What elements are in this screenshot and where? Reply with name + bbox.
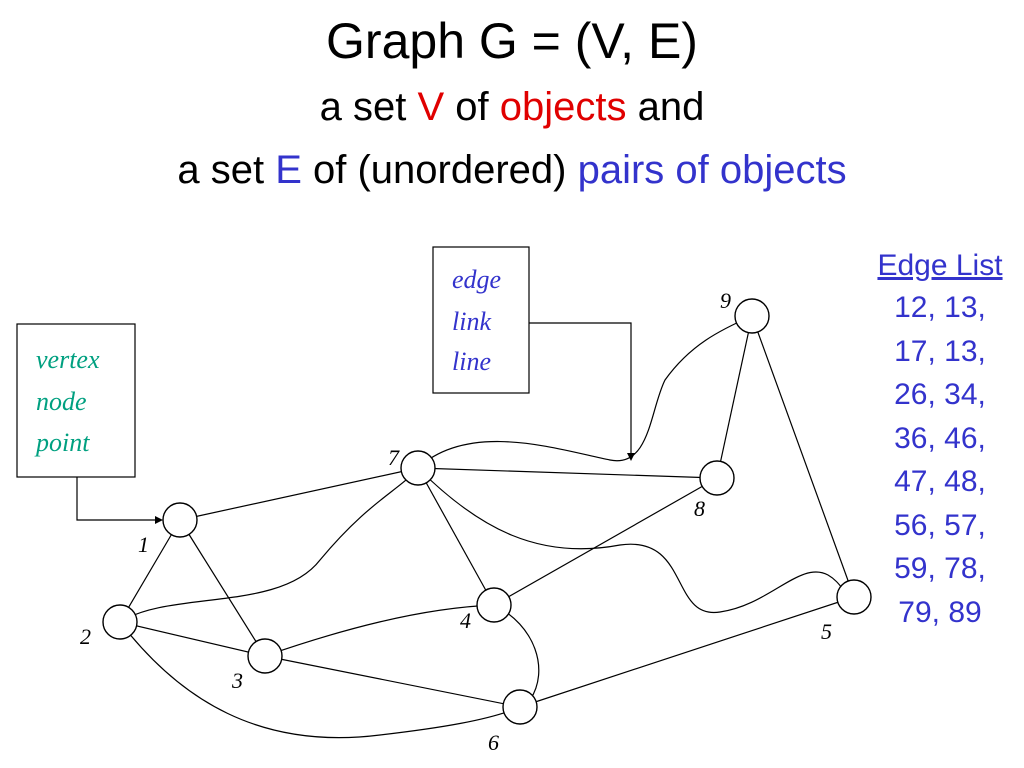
title: Graph G = (V, E) <box>326 13 698 69</box>
node-label-9: 9 <box>720 288 731 313</box>
edge-5-7 <box>417 467 855 614</box>
edge-list-item: 47, 48, <box>894 465 986 498</box>
edge-7-8 <box>417 467 718 479</box>
edge-list-item: 36, 46, <box>894 421 986 455</box>
edge-list-item: 17, 13, <box>894 334 986 368</box>
node-label-1: 1 <box>138 532 149 557</box>
edge-7-9 <box>417 315 753 469</box>
node-label-7: 7 <box>388 445 400 470</box>
vertex-pointer-arrowhead <box>155 516 163 524</box>
subtitle-line-edges: a set E of (unordered) pairs of objects <box>0 145 1024 195</box>
edge-list: Edge List 12, 13, 17, 13, 26, 34, 36, 46… <box>860 246 1020 634</box>
edge-2-3 <box>119 621 266 657</box>
node-label-4: 4 <box>460 608 471 633</box>
subtitle-line-vertices: a set V of objects and <box>0 82 1024 132</box>
node-label-5: 5 <box>821 619 832 644</box>
node-word: node <box>36 387 87 416</box>
subtitle-text: of (unordered) <box>301 148 578 192</box>
node-label-6: 6 <box>488 730 499 755</box>
node-6 <box>502 689 538 725</box>
node-9 <box>734 298 770 334</box>
objects-term: objects <box>499 85 627 129</box>
subtitle-text: and <box>626 85 705 129</box>
edge-3-6 <box>264 655 521 708</box>
node-label-8: 8 <box>694 496 705 521</box>
edge-5-6 <box>519 596 855 708</box>
node-label-3: 3 <box>231 668 243 693</box>
symbol-v: V <box>417 85 445 129</box>
subtitle-text: a set <box>319 85 418 129</box>
pairs-term: pairs of objects <box>577 148 847 192</box>
edge-2-6 <box>119 621 521 739</box>
node-4 <box>476 587 512 623</box>
edge-2-7 <box>119 467 419 623</box>
node-7 <box>400 450 436 486</box>
edge-label-box <box>432 246 530 394</box>
node-label-2: 2 <box>80 624 91 649</box>
line-word: line <box>452 347 491 376</box>
edge-list-title: Edge List <box>877 249 1003 282</box>
edge-3-4 <box>264 604 495 657</box>
node-5 <box>836 579 872 615</box>
edge-4-8 <box>493 477 718 606</box>
edge-list-item: 59, 78, <box>894 552 986 585</box>
edge-word: edge <box>452 265 501 294</box>
node-1 <box>162 502 198 538</box>
point-word: point <box>34 428 90 457</box>
edge-pointer-line <box>529 322 632 454</box>
vertex-label-box <box>16 323 136 478</box>
node-8 <box>699 460 735 496</box>
edge-list-item: 12, 13, <box>894 291 986 324</box>
subtitle-text: a set <box>177 148 276 192</box>
vertex-pointer-line <box>76 477 156 521</box>
edge-1-2 <box>119 519 181 623</box>
edge-1-3 <box>179 519 266 657</box>
edge-8-9 <box>716 315 753 479</box>
edge-list-item: 26, 34, <box>894 378 986 411</box>
edge-list-item: 56, 57, <box>894 508 986 542</box>
edge-1-7 <box>179 467 419 521</box>
edge-4-7 <box>417 467 495 606</box>
vertex-word: vertex <box>36 345 100 374</box>
link-word: link <box>452 307 491 336</box>
subtitle-text: of <box>444 85 500 129</box>
edge-list-item: 79, 89 <box>898 595 982 629</box>
node-2 <box>102 604 138 640</box>
symbol-e: E <box>275 148 302 192</box>
edge-5-9 <box>751 315 855 598</box>
node-3 <box>247 638 283 674</box>
